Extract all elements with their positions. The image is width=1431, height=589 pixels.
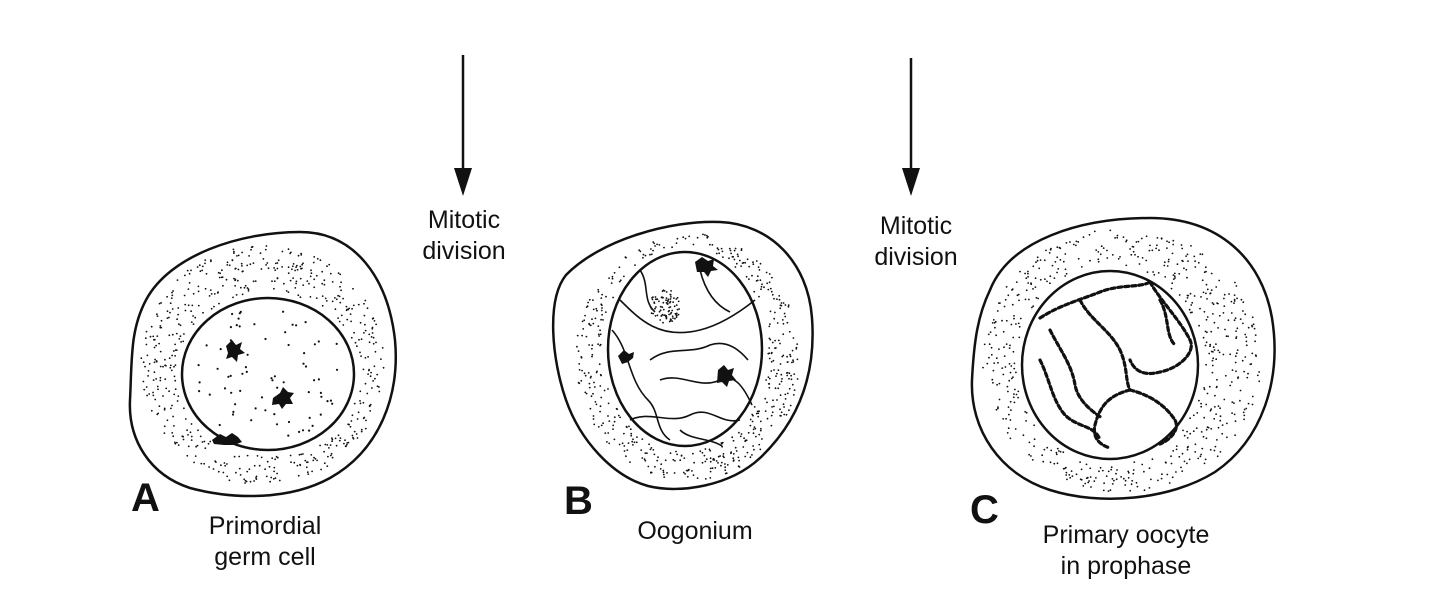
- cell-a-chromatin-2: [272, 387, 294, 409]
- cell-b-chromatin-2: [618, 350, 634, 364]
- primary-oocyte-cell: [970, 216, 1276, 500]
- cell-b-chromatin-1: [695, 257, 718, 277]
- primordial-germ-cell: [128, 230, 397, 498]
- cell-a-nucleus-stipple: [197, 310, 339, 437]
- oogonium-cell: [551, 220, 814, 491]
- cell-a-chromatin-3: [212, 433, 242, 445]
- cell-c-nucleus: [1020, 269, 1200, 461]
- cell-c-chromosomes: [1038, 280, 1193, 450]
- mitotic-label-2: Mitotic division: [874, 212, 958, 271]
- cell-a-nucleus: [180, 296, 356, 452]
- cell-a-cytoplasm-stipple: [140, 245, 385, 484]
- cell-b-chromatin-3: [717, 365, 736, 387]
- cell-caption-b: Oogonium: [637, 517, 753, 545]
- cell-letter-b: B: [564, 479, 593, 523]
- cell-letter-a: A: [131, 476, 160, 520]
- mitotic-label-1: Mitotic division: [422, 206, 506, 265]
- cell-b-chromatin-threads: [611, 269, 756, 447]
- cell-c-cytoplasm-stipple: [982, 229, 1261, 492]
- cell-caption-a: Primordial germ cell: [208, 512, 322, 571]
- cell-a-chromatin-1: [226, 340, 245, 362]
- cell-caption-c: Primary oocyte in prophase: [1042, 521, 1210, 580]
- cell-letter-c: C: [970, 488, 999, 532]
- mitotic-arrow-1: [454, 55, 472, 196]
- cell-b-cytoplasm-stipple: [576, 233, 799, 480]
- mitotic-arrow-2: [902, 58, 920, 196]
